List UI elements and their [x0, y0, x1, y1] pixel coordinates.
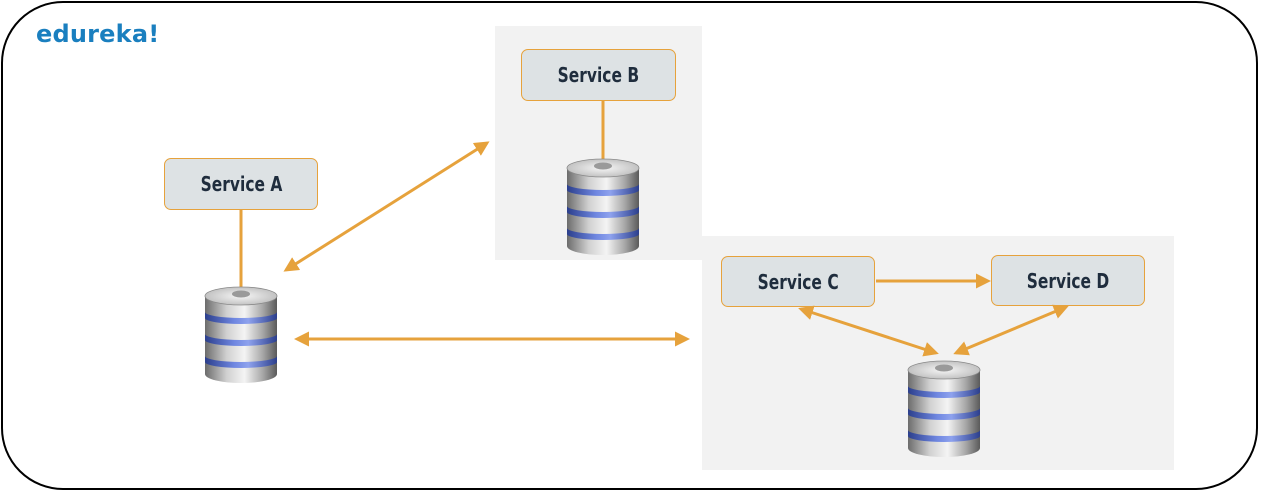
- arrow-d-dbcd: [953, 304, 1069, 356]
- database-icon: [566, 158, 640, 256]
- service-c-label: Service C: [757, 269, 839, 294]
- database-icon: [907, 360, 981, 458]
- service-b-label: Service B: [557, 63, 640, 87]
- service-b-box: Service B: [521, 49, 676, 101]
- arrow-c-dbcd: [798, 305, 939, 357]
- service-a-label: Service A: [200, 172, 282, 196]
- service-c-box: Service C: [721, 256, 875, 307]
- service-d-label: Service D: [1026, 268, 1110, 293]
- database-icon: [204, 286, 278, 384]
- arrow-dba-dbb: [283, 141, 490, 272]
- edureka-logo: edureka!: [36, 20, 160, 48]
- service-d-box: Service D: [991, 255, 1145, 306]
